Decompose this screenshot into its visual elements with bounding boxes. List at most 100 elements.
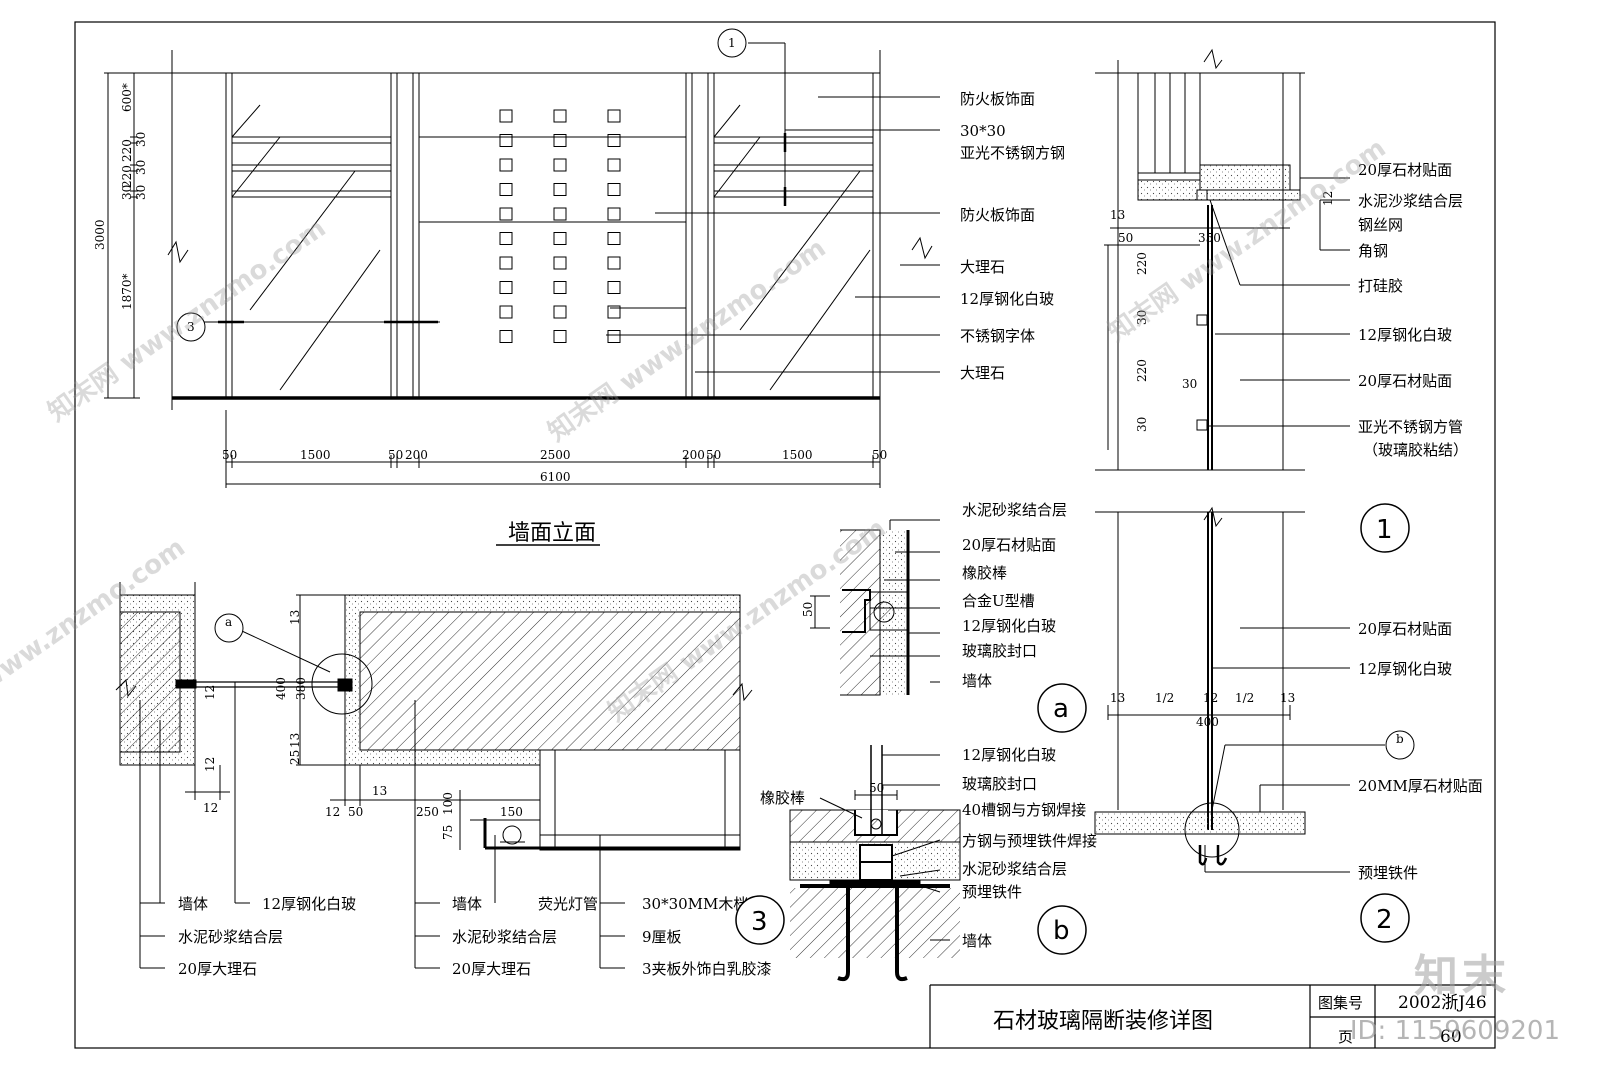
p3-dim-4: 25 <box>288 750 302 765</box>
dim-l-3: 30 <box>134 160 148 175</box>
s1-dim-10: 1/2 <box>1155 691 1174 705</box>
s1-dim-4: 30 <box>1135 310 1149 325</box>
ref-a-circle <box>214 613 244 643</box>
db-label-2: 40槽钢与方钢焊接 <box>962 801 1086 819</box>
dim-b-8: 50 <box>872 448 887 462</box>
elevation-title: 墙面立面 <box>508 521 596 546</box>
s1-label-7: 亚光不锈钢方管 <box>1358 418 1463 436</box>
p3-r-3: 水泥砂浆结合层 <box>452 928 557 946</box>
letter-square <box>499 207 513 221</box>
marker-a <box>1037 683 1087 733</box>
p3-r-0: 墙体 <box>452 895 482 913</box>
da-label-6: 墙体 <box>962 672 992 690</box>
marker-3 <box>735 895 785 945</box>
s1-dim-7: 30 <box>1135 417 1149 432</box>
label-fireboard-2: 防火板饰面 <box>960 206 1035 224</box>
page-number: 60 <box>1440 1027 1462 1047</box>
letter-square <box>607 281 621 294</box>
p3-r-1: 荧光灯管 <box>538 895 598 913</box>
dim-total: 6100 <box>540 470 571 484</box>
db-label-6: 墙体 <box>962 932 992 950</box>
da-label-4: 12厚钢化白玻 <box>962 617 1056 635</box>
p3-dim-11: 100 <box>441 792 455 815</box>
brand-logo: 知末 <box>1414 951 1510 1002</box>
section-1-dims: 13 50 350 220 30 220 30 30 12 13 1/2 12 … <box>1110 191 1335 729</box>
s1-label-6: 20厚石材贴面 <box>1358 372 1452 390</box>
p3-r-2: 30*30MM木档 <box>642 895 748 913</box>
dim-b-6: 50 <box>706 448 721 462</box>
s1-dim-12: 1/2 <box>1235 691 1254 705</box>
sheet-border <box>74 21 1496 1049</box>
db-label-5: 预埋铁件 <box>962 883 1022 901</box>
dim-b-2: 50 <box>388 448 403 462</box>
dim-l-2: 220 <box>120 139 134 162</box>
letter-square <box>607 183 621 196</box>
detail-b-dim: 50 <box>869 781 884 795</box>
marker-2-text: 2 <box>1376 905 1393 935</box>
p3-l-3: 20厚大理石 <box>178 960 257 978</box>
s1-dim-6: 30 <box>1182 377 1197 391</box>
dim-l-1: 30 <box>134 132 148 147</box>
p3-dim-13: 75 <box>441 825 455 840</box>
page-label: 页 <box>1338 1028 1353 1046</box>
dim-l-6: 30 <box>134 185 148 200</box>
p3-dim-9: 50 <box>348 805 363 819</box>
s1-label-11: 20MM厚石材贴面 <box>1358 777 1483 795</box>
s1-label-9: 20厚石材贴面 <box>1358 620 1452 638</box>
letter-square <box>499 109 513 123</box>
s1-label-4: 打硅胶 <box>1358 277 1403 295</box>
dim-b-0: 50 <box>222 448 237 462</box>
drawing-title: 石材玻璃隔断装修详图 <box>993 1009 1213 1034</box>
da-label-3: 合金U型槽 <box>962 592 1035 610</box>
db-left-label: 橡胶棒 <box>760 789 805 807</box>
dim-b-3: 200 <box>405 448 428 462</box>
p3-dim-2: 400 <box>274 677 288 700</box>
marker-1-text: 1 <box>1376 515 1393 545</box>
letter-square <box>553 109 567 123</box>
s1-label-10: 12厚钢化白玻 <box>1358 660 1452 678</box>
label-glass: 12厚钢化白玻 <box>960 290 1054 308</box>
p3-r-6: 3夹板外饰白乳胶漆 <box>642 960 772 978</box>
marker-1 <box>1360 503 1410 553</box>
p3-l-1: 12厚钢化白玻 <box>262 895 356 913</box>
label-steel-font: 不锈钢字体 <box>960 327 1035 345</box>
dim-l-5: 30 <box>120 185 134 200</box>
da-label-1: 20厚石材贴面 <box>962 536 1056 554</box>
section-1-labels: 20厚石材贴面 水泥沙浆结合层 钢丝网 角钢 打硅胶 12厚钢化白玻 20厚石材… <box>1358 161 1483 882</box>
elevation-view <box>104 42 940 546</box>
detail-a-labels: 水泥砂浆结合层 20厚石材贴面 橡胶棒 合金U型槽 12厚钢化白玻 玻璃胶封口 … <box>962 501 1067 690</box>
label-marble-2: 大理石 <box>960 364 1005 382</box>
p3-dim-12: 150 <box>500 805 523 819</box>
s1-dim-11: 12 <box>1203 691 1218 705</box>
p3-dim-10: 250 <box>416 805 439 819</box>
db-label-3: 方钢与预埋铁件焊接 <box>962 832 1097 850</box>
marker-1-elev <box>717 28 747 58</box>
plan-3-dims: 13 12 400 380 25 13 13 12 12 50 250 100 … <box>203 610 523 840</box>
letter-square <box>607 207 621 221</box>
letter-square <box>553 183 567 196</box>
ref-a-text: a <box>225 615 232 629</box>
title-block <box>929 984 1495 1048</box>
label-fireboard-1: 防火板饰面 <box>960 90 1035 108</box>
marker-3-elev <box>176 312 206 342</box>
p3-l-2: 水泥砂浆结合层 <box>178 928 283 946</box>
p3-dim-5: 13 <box>288 733 302 748</box>
marker-b-text: b <box>1053 916 1070 946</box>
atlas-number: 2002浙J46 <box>1398 993 1487 1013</box>
detail-a-dim: 50 <box>801 602 815 617</box>
label-30x30: 30*30 <box>960 122 1006 140</box>
da-label-2: 橡胶棒 <box>962 564 1007 582</box>
s1-dim-2: 350 <box>1198 231 1221 245</box>
db-label-0: 12厚钢化白玻 <box>962 746 1056 764</box>
image-id: ID: 1159609201 <box>1349 1016 1560 1046</box>
s1-dim-14: 400 <box>1196 715 1219 729</box>
marker-b <box>1037 905 1087 955</box>
letter-square <box>553 305 567 319</box>
letter-square <box>499 281 513 294</box>
letter-square <box>607 330 621 343</box>
marker-a-text: a <box>1053 694 1069 724</box>
section-1 <box>1094 48 1385 873</box>
detail-a <box>810 519 940 696</box>
p3-dim-6: 13 <box>372 784 387 798</box>
